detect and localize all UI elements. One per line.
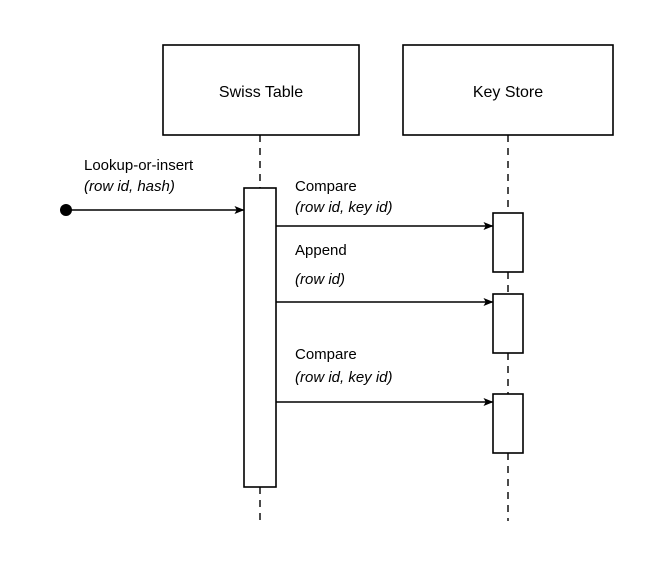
message-args-append: (row id) <box>295 271 345 288</box>
message-label-compare-1: Compare <box>295 178 357 195</box>
participant-key-store[interactable]: Key Store <box>402 44 614 136</box>
participant-box-key-store[interactable] <box>402 44 614 136</box>
message-label-append: Append <box>295 242 347 259</box>
participant-label-key-store: Key Store <box>473 84 543 101</box>
activation-bar-swiss-table[interactable] <box>243 187 277 488</box>
message-compare-1[interactable]: Compare (row id, key id) <box>276 178 494 230</box>
message-args-compare-1: (row id, key id) <box>295 199 393 216</box>
message-compare-2[interactable]: Compare (row id, key id) <box>276 346 494 406</box>
participant-label-swiss-table: Swiss Table <box>219 84 303 101</box>
activation-bar-key-store-1[interactable] <box>492 212 524 273</box>
participant-swiss-table[interactable]: Swiss Table <box>162 44 360 136</box>
message-append[interactable]: Append (row id) <box>276 242 494 306</box>
lifelines-group <box>259 135 509 521</box>
start-marker-dot <box>60 204 72 216</box>
message-args-lookup-or-insert: (row id, hash) <box>84 178 175 195</box>
participant-box-swiss-table[interactable] <box>162 44 360 136</box>
activation-bars-group <box>243 187 524 488</box>
message-args-compare-2: (row id, key id) <box>295 369 393 386</box>
activation-bar-key-store-2[interactable] <box>492 293 524 354</box>
message-label-lookup-or-insert: Lookup-or-insert <box>84 157 194 174</box>
activation-bar-key-store-3[interactable] <box>492 393 524 454</box>
message-label-compare-2: Compare <box>295 346 357 363</box>
message-lookup-or-insert[interactable]: Lookup-or-insert (row id, hash) <box>60 157 245 216</box>
